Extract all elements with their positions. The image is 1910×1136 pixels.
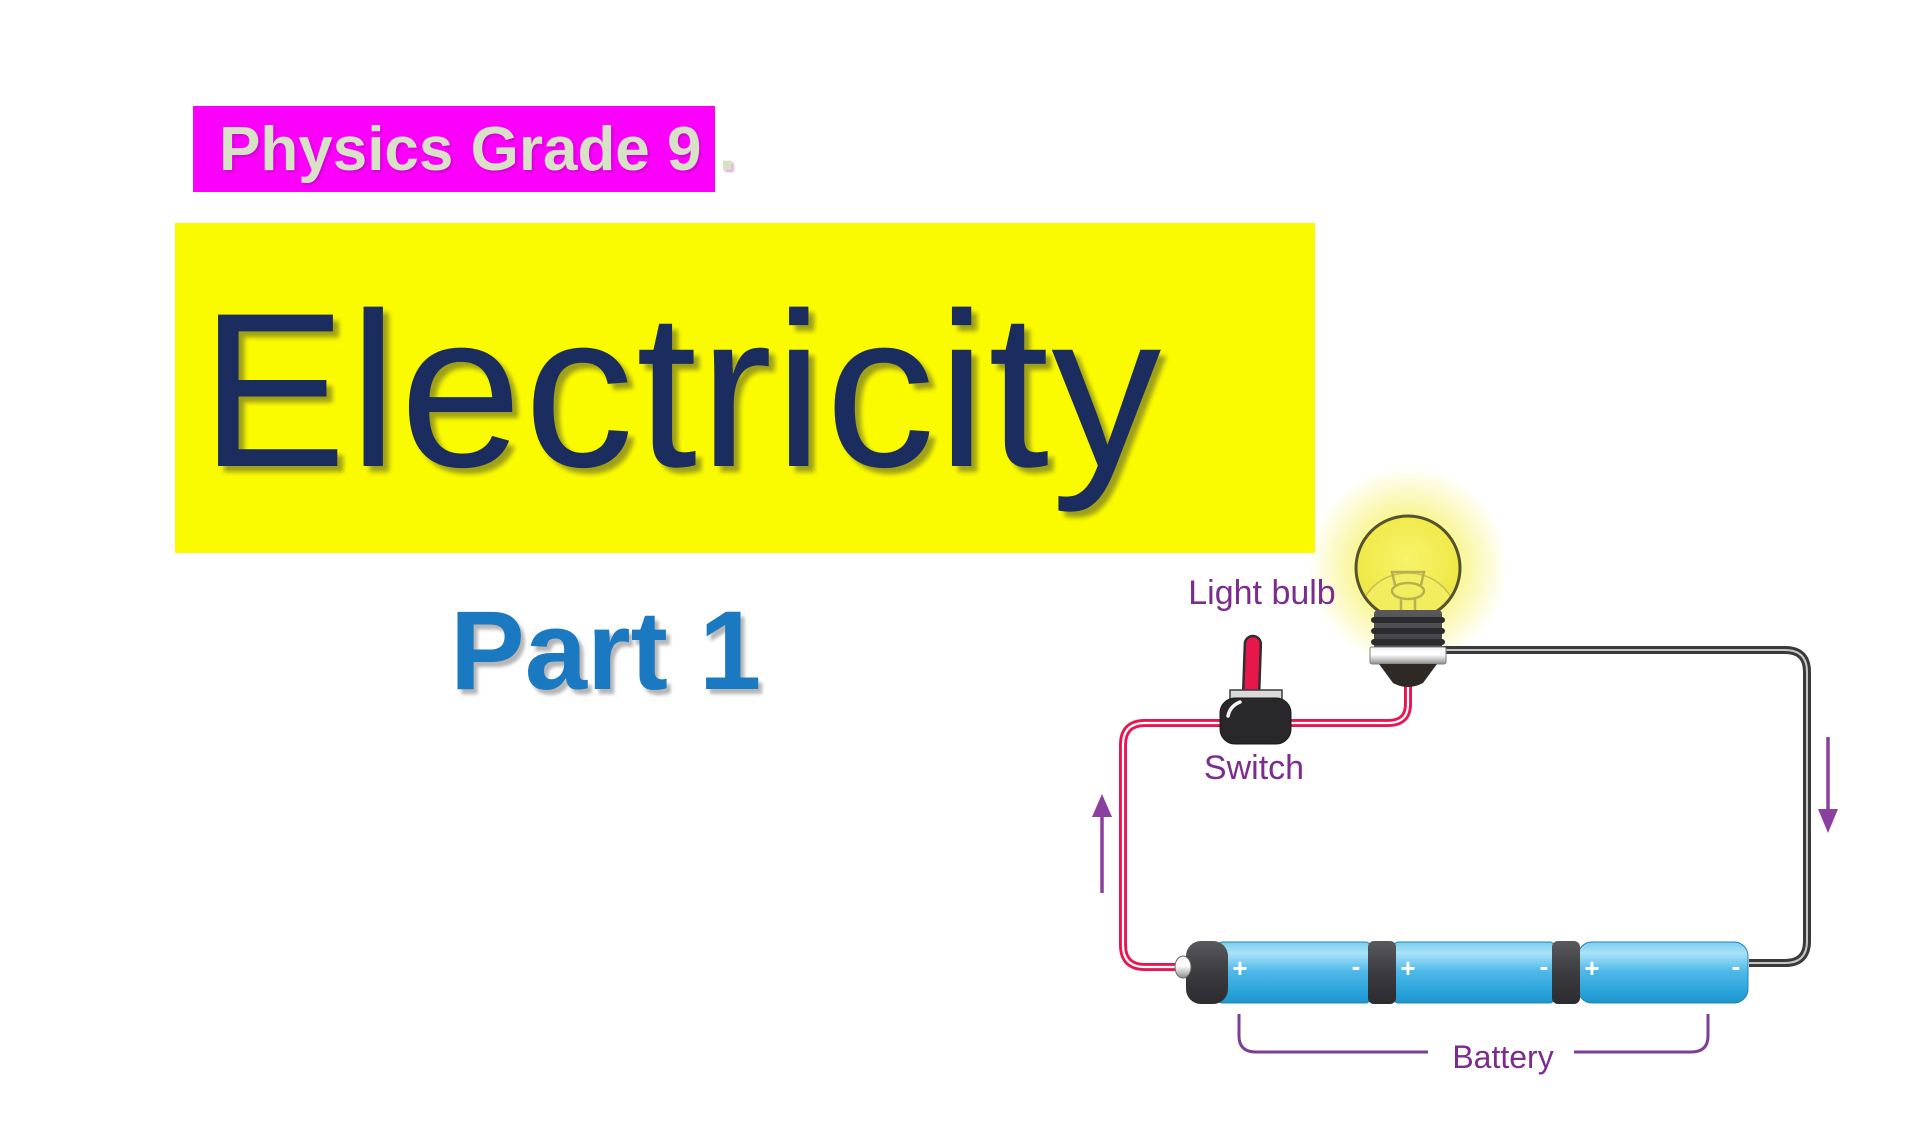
battery-positive-terminal-label: +	[1584, 953, 1599, 983]
current-arrow-up-icon	[1092, 794, 1112, 893]
toggle-switch-icon	[1219, 634, 1292, 745]
subtitle-text: Part 1	[450, 588, 762, 713]
battery-negative-terminal-label: -	[1732, 951, 1741, 981]
battery-negative-terminal-label: -	[1352, 951, 1361, 981]
battery-positive-terminal-label: +	[1400, 953, 1415, 983]
red-wire	[1119, 684, 1412, 971]
grade-badge-label: Physics Grade 9 .	[219, 115, 736, 184]
grade-badge: Physics Grade 9 .	[193, 106, 736, 192]
battery-brace	[1237, 1014, 1710, 1054]
title-highlight	[175, 223, 1315, 553]
battery-negative-terminal-label: -	[1540, 951, 1549, 981]
battery-icon: + - + - + -	[1174, 941, 1749, 1004]
battery-cell-cap	[1552, 941, 1580, 1004]
light-bulb-label: Light bulb	[1188, 574, 1335, 612]
switch-label: Switch	[1204, 749, 1304, 787]
battery-positive-terminal-label: +	[1232, 953, 1247, 983]
battery-positive-nub	[1174, 955, 1192, 979]
light-bulb-icon	[1354, 514, 1462, 687]
battery-cell	[1577, 941, 1749, 1004]
battery-label: Battery	[1452, 1039, 1553, 1075]
current-arrow-down-icon	[1818, 737, 1838, 833]
battery-cell-cap	[1186, 941, 1228, 1004]
battery-cell	[1393, 941, 1555, 1004]
battery-cell-cap	[1368, 941, 1396, 1004]
black-wire	[1440, 646, 1811, 967]
page-title: Electricity	[200, 267, 1164, 513]
